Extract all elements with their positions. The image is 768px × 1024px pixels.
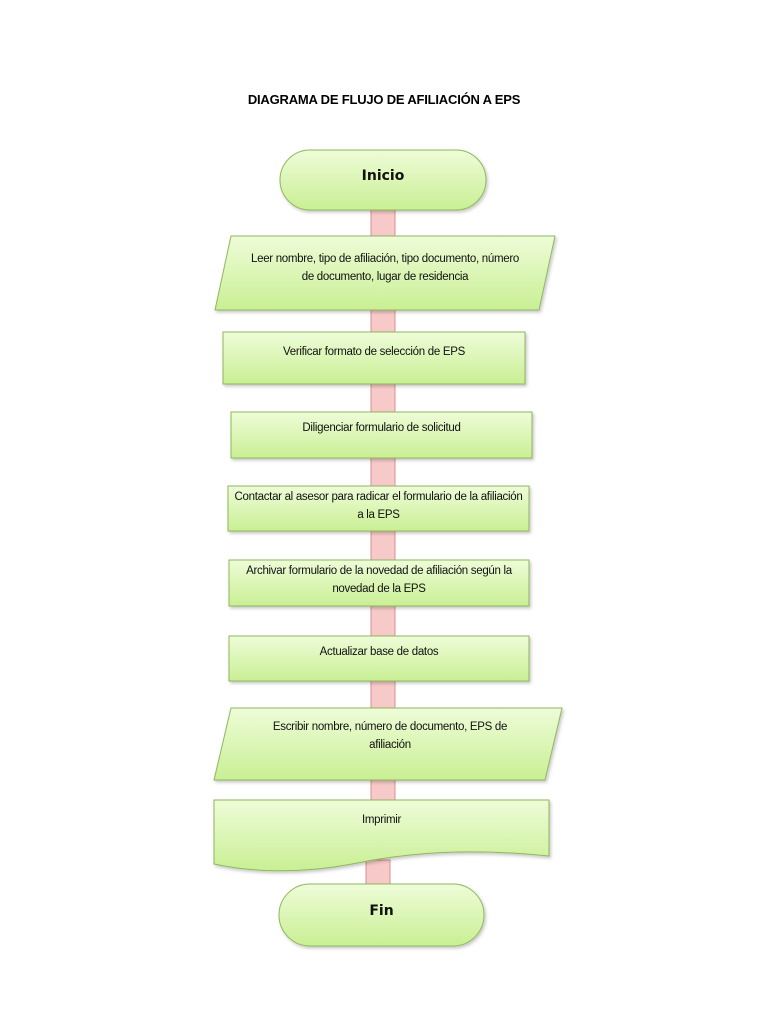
node-label-imprimir: Imprimir xyxy=(361,814,402,826)
node-label-diligenciar: Diligenciar formulario de solicitud xyxy=(302,422,461,434)
process-diligenciar xyxy=(230,411,533,459)
node-label-archivar: Archivar formulario de la novedad de afi… xyxy=(246,565,512,595)
node-label-escribir: Escribir nombre, número de documento, EP… xyxy=(272,721,508,751)
process-contactar xyxy=(227,485,530,532)
process-actualizar xyxy=(228,635,530,682)
connector-escribir-imprimir xyxy=(370,779,396,801)
process-archivar xyxy=(228,559,530,607)
document-imprimir xyxy=(213,799,550,872)
node-label-actualizar: Actualizar base de datos xyxy=(319,646,439,658)
connector-imprimir-fin xyxy=(365,859,391,887)
connector-verificar-diligenciar xyxy=(370,383,396,415)
connector-archivar-actualizar xyxy=(370,605,396,637)
node-label-inicio: Inicio xyxy=(361,168,405,184)
input-leer-datos xyxy=(214,235,556,311)
connector-actualizar-escribir xyxy=(370,679,396,709)
connector-inicio-leer xyxy=(370,209,396,239)
node-label-leer: Leer nombre, tipo de afiliación, tipo do… xyxy=(251,253,519,283)
terminal-fin xyxy=(278,883,485,947)
connector-contactar-archivar xyxy=(370,529,396,563)
diagram-title: DIAGRAMA DE FLUJO DE AFILIACIÓN A EPS xyxy=(247,92,521,107)
connector-leer-verificar xyxy=(370,309,396,333)
node-label-verificar: Verificar formato de selección de EPS xyxy=(283,346,465,358)
node-label-contactar: Contactar al asesor para radicar el form… xyxy=(234,491,523,521)
node-label-fin: Fin xyxy=(369,903,394,919)
process-verificar xyxy=(222,331,526,385)
connector-diligenciar-contactar xyxy=(370,457,396,487)
output-escribir xyxy=(213,707,563,781)
terminal-inicio xyxy=(279,149,487,211)
